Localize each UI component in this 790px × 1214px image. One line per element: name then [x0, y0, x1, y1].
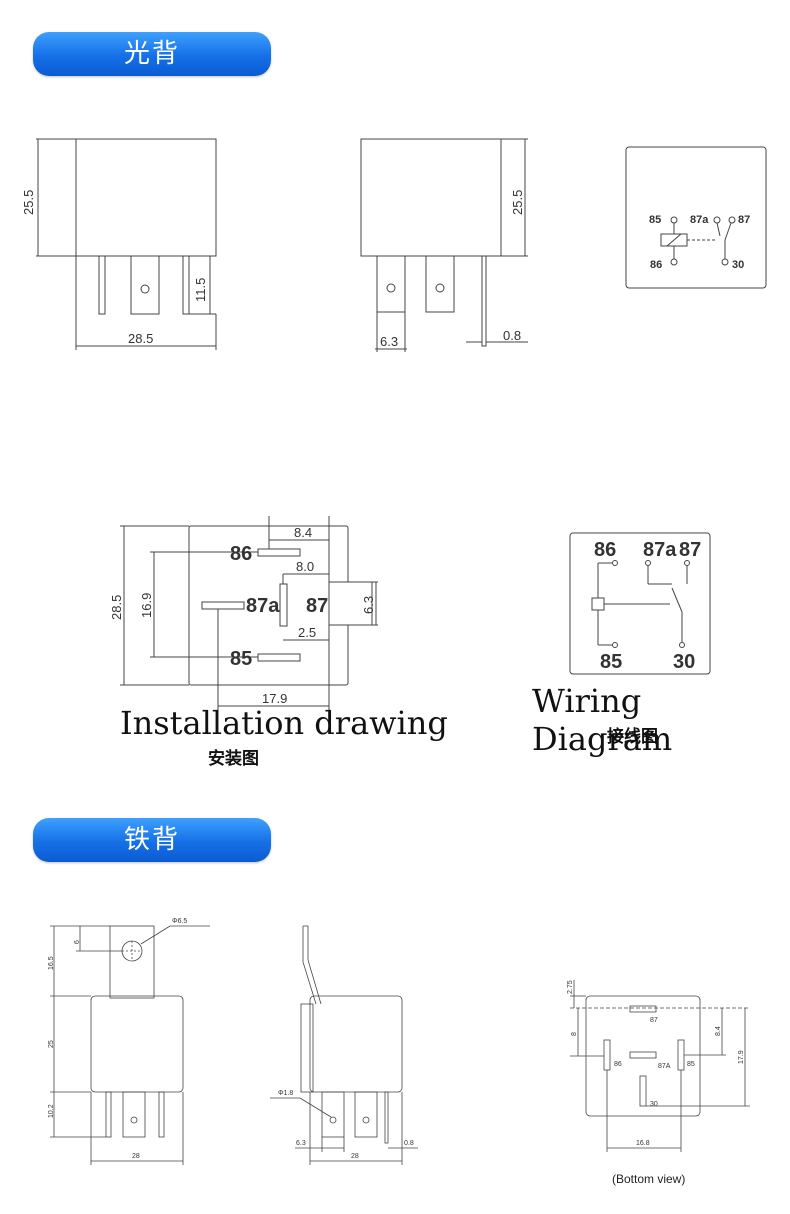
- iron-front-view: Φ6.5 6 16.5 25 10.2 28: [48, 918, 210, 1165]
- installation-caption-cn: 安装图: [208, 749, 259, 769]
- wiring-caption: Wiring Diagram: [532, 682, 673, 758]
- pin-87-small: 87: [738, 214, 750, 226]
- iron1-d28: 28: [132, 1153, 140, 1160]
- pin-87-install: 87: [306, 595, 328, 617]
- dim-height-2: 25.5: [510, 190, 525, 215]
- dim-8-4: 8.4: [294, 525, 312, 540]
- iron2-d28: 28: [351, 1153, 359, 1160]
- section-header-iron: 铁背: [33, 818, 271, 862]
- dim-8-0: 8.0: [296, 559, 314, 574]
- iron1-d6: 6: [74, 940, 81, 944]
- dim-height-1: 25.5: [21, 190, 36, 215]
- iron3-pin-87: 87: [650, 1017, 658, 1024]
- iron3-d17-9: 17.9: [738, 1050, 745, 1064]
- iron3-pin-85: 85: [687, 1061, 695, 1068]
- pin-85-install: 85: [230, 648, 252, 670]
- dim-thickness-2: 0.8: [503, 328, 521, 343]
- dim-16-9: 16.9: [139, 593, 154, 618]
- pin-85-small: 85: [649, 214, 661, 226]
- iron3-d8: 8: [571, 1032, 578, 1036]
- bottom-view-caption: (Bottom view): [612, 1172, 686, 1186]
- pin-87a-wiring: 87a: [643, 539, 677, 561]
- iron3-d8-4: 8.4: [715, 1026, 722, 1036]
- pin-87a-small: 87a: [690, 214, 709, 226]
- dim-2-5: 2.5: [298, 625, 316, 640]
- wiring-diagram: 86 87a 87 85 30: [569, 532, 711, 675]
- dim-pin-width-2: 6.3: [380, 334, 398, 349]
- iron2-d0-8: 0.8: [404, 1140, 414, 1147]
- relay-front-view: 25.5 11.5 28.5: [21, 138, 217, 350]
- installation-caption: Installation drawing: [120, 704, 448, 742]
- iron3-pin-30: 30: [650, 1101, 658, 1108]
- iron-side-view: Φ1.8 6.3 28 0.8: [270, 925, 418, 1165]
- dim-17-9: 17.9: [262, 691, 287, 706]
- iron2-hole: Φ1.8: [278, 1090, 293, 1097]
- pin-85-wiring: 85: [600, 651, 622, 673]
- relay-side-view: 25.5 6.3 0.8: [360, 138, 528, 352]
- pin-87-wiring: 87: [679, 539, 701, 561]
- pin-86-install: 86: [230, 543, 252, 565]
- iron1-d25: 25: [48, 1040, 55, 1048]
- section-header-glossy: 光背: [33, 32, 271, 76]
- pin-30-small: 30: [732, 259, 744, 271]
- iron3-d16-8: 16.8: [636, 1140, 650, 1147]
- dim-6-3: 6.3: [361, 596, 376, 614]
- iron1-d16-5: 16.5: [48, 956, 55, 970]
- schematic-small: 85 87a 87 86 30: [625, 146, 767, 289]
- installation-drawing: 28.5 16.9 86 87a 87 85 8.4 8.0 6.3 2.5: [109, 516, 378, 710]
- pin-87a-install: 87a: [246, 595, 280, 617]
- iron3-pin-86: 86: [614, 1061, 622, 1068]
- iron3-d2-75: 2.75: [567, 980, 574, 994]
- iron1-hole: Φ6.5: [172, 918, 187, 925]
- iron3-pin-87a: 87A: [658, 1063, 671, 1070]
- pin-30-wiring: 30: [673, 651, 695, 673]
- dim-width-1: 28.5: [128, 331, 153, 346]
- iron1-d10-2: 10.2: [48, 1104, 55, 1118]
- pin-86-small: 86: [650, 259, 662, 271]
- wiring-caption-cn: 接线图: [607, 727, 658, 747]
- dim-28-5: 28.5: [109, 595, 124, 620]
- iron-bottom-view: 2.75 8 87 86 87A 85 30 8.4 17.9 16.8: [567, 980, 750, 1152]
- iron2-d6-3: 6.3: [296, 1140, 306, 1147]
- pin-86-wiring: 86: [594, 539, 616, 561]
- dim-pin-height-1: 11.5: [193, 278, 208, 302]
